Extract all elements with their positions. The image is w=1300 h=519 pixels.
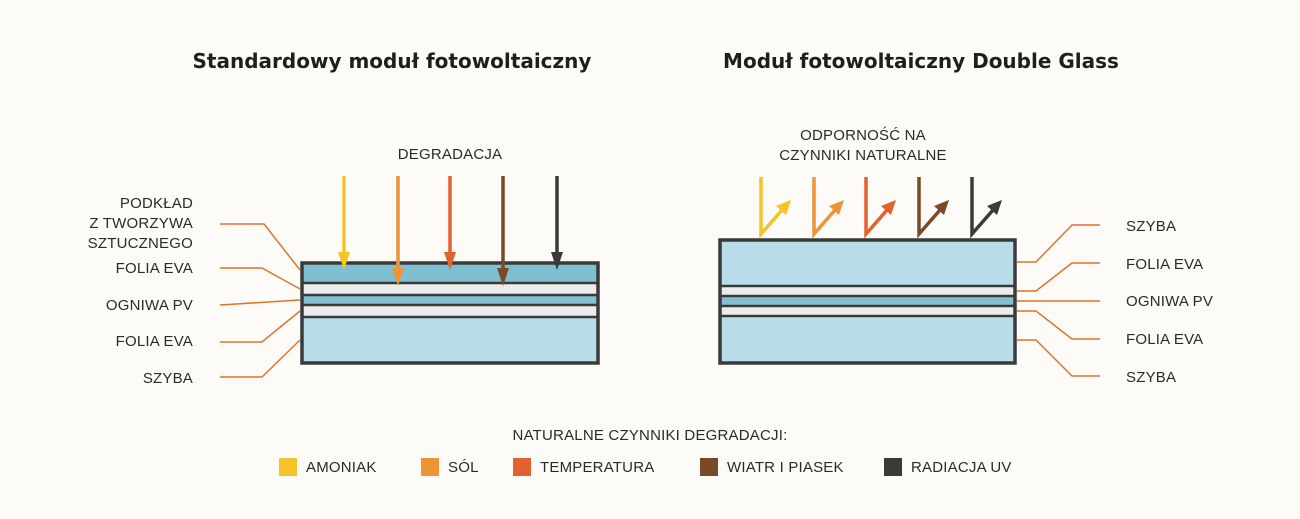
legend: AMONIAK SÓL TEMPERATURA WIATR I PIASEK R…: [279, 458, 1012, 476]
legend-swatch-wiatr: [700, 458, 718, 476]
left-label-pv-cells: OGNIWA PV: [106, 297, 193, 314]
legend-item-sol: SÓL: [421, 458, 479, 476]
legend-label-wiatr: WIATR I PIASEK: [727, 459, 844, 476]
right-arrows-label-line-1: ODPORNOŚĆ NA: [800, 126, 926, 144]
right-resistance-arrows: [759, 177, 1002, 239]
legend-item-wiatr: WIATR I PIASEK: [700, 458, 844, 476]
left-layer-eva-top: [302, 283, 598, 295]
left-layer-pv-cells: [302, 295, 598, 305]
legend-swatch-temperatura: [513, 458, 531, 476]
left-label-backsheet-line-2: Z TWORZYWA: [89, 215, 193, 232]
left-arrow-temperatura: [444, 176, 456, 270]
right-layer-eva-bottom: [720, 306, 1015, 316]
left-label-eva-bottom: FOLIA EVA: [116, 333, 193, 350]
right-layer-labels: SZYBA FOLIA EVA OGNIWA PV FOLIA EVA SZYB…: [1126, 218, 1213, 386]
left-arrow-sol: [392, 176, 404, 286]
right-module: [718, 238, 1017, 365]
left-module: [300, 261, 600, 365]
left-label-backsheet-line-3: SZTUCZNEGO: [88, 235, 193, 252]
legend-label-sol: SÓL: [448, 459, 479, 476]
legend-label-amoniak: AMONIAK: [306, 459, 377, 476]
left-layer-labels: PODKŁAD Z TWORZYWA SZTUCZNEGO FOLIA EVA …: [88, 195, 193, 387]
legend-label-uv: RADIACJA UV: [911, 459, 1012, 476]
legend-label-temperatura: TEMPERATURA: [540, 459, 654, 476]
right-label-glass-top: SZYBA: [1126, 218, 1176, 235]
left-title: Standardowy moduł fotowoltaiczny: [193, 49, 592, 73]
right-label-glass-bottom: SZYBA: [1126, 369, 1176, 386]
legend-item-temperatura: TEMPERATURA: [513, 458, 654, 476]
left-layer-backsheet: [302, 263, 598, 283]
right-layer-pv-cells: [720, 296, 1015, 306]
left-degradation-arrows: [338, 176, 563, 286]
right-arrow-temperatura: [864, 177, 896, 239]
legend-item-amoniak: AMONIAK: [279, 458, 377, 476]
right-label-eva-top: FOLIA EVA: [1126, 256, 1203, 273]
right-title: Moduł fotowoltaiczny Double Glass: [723, 49, 1119, 73]
legend-item-uv: RADIACJA UV: [884, 458, 1012, 476]
left-label-backsheet-line-1: PODKŁAD: [120, 195, 193, 212]
legend-swatch-amoniak: [279, 458, 297, 476]
right-arrow-uv: [970, 177, 1002, 239]
legend-swatch-uv: [884, 458, 902, 476]
right-arrow-sol: [812, 177, 844, 239]
left-arrow-uv: [551, 176, 563, 270]
left-leader-lines: [219, 223, 301, 378]
right-layer-glass-bottom: [720, 316, 1015, 363]
legend-title: NATURALNE CZYNNIKI DEGRADACJI:: [513, 427, 788, 444]
left-layer-glass: [302, 317, 598, 363]
left-arrows-label: DEGRADACJA: [398, 146, 503, 163]
left-layer-eva-bottom: [302, 305, 598, 317]
right-leader-lines: [1017, 224, 1100, 377]
right-layer-glass-top: [720, 240, 1015, 286]
right-layer-eva-top: [720, 286, 1015, 296]
right-arrows-label-line-2: CZYNNIKI NATURALNE: [779, 147, 947, 164]
left-label-eva-top: FOLIA EVA: [116, 260, 193, 277]
left-arrow-wiatr: [497, 176, 509, 286]
right-arrow-amoniak: [759, 177, 791, 239]
right-module-outline: [718, 238, 1017, 365]
right-label-pv-cells: OGNIWA PV: [1126, 293, 1213, 310]
legend-swatch-sol: [421, 458, 439, 476]
right-arrow-wiatr: [917, 177, 949, 239]
left-label-glass: SZYBA: [143, 370, 193, 387]
right-label-eva-bottom: FOLIA EVA: [1126, 331, 1203, 348]
left-arrow-amoniak: [338, 176, 350, 270]
